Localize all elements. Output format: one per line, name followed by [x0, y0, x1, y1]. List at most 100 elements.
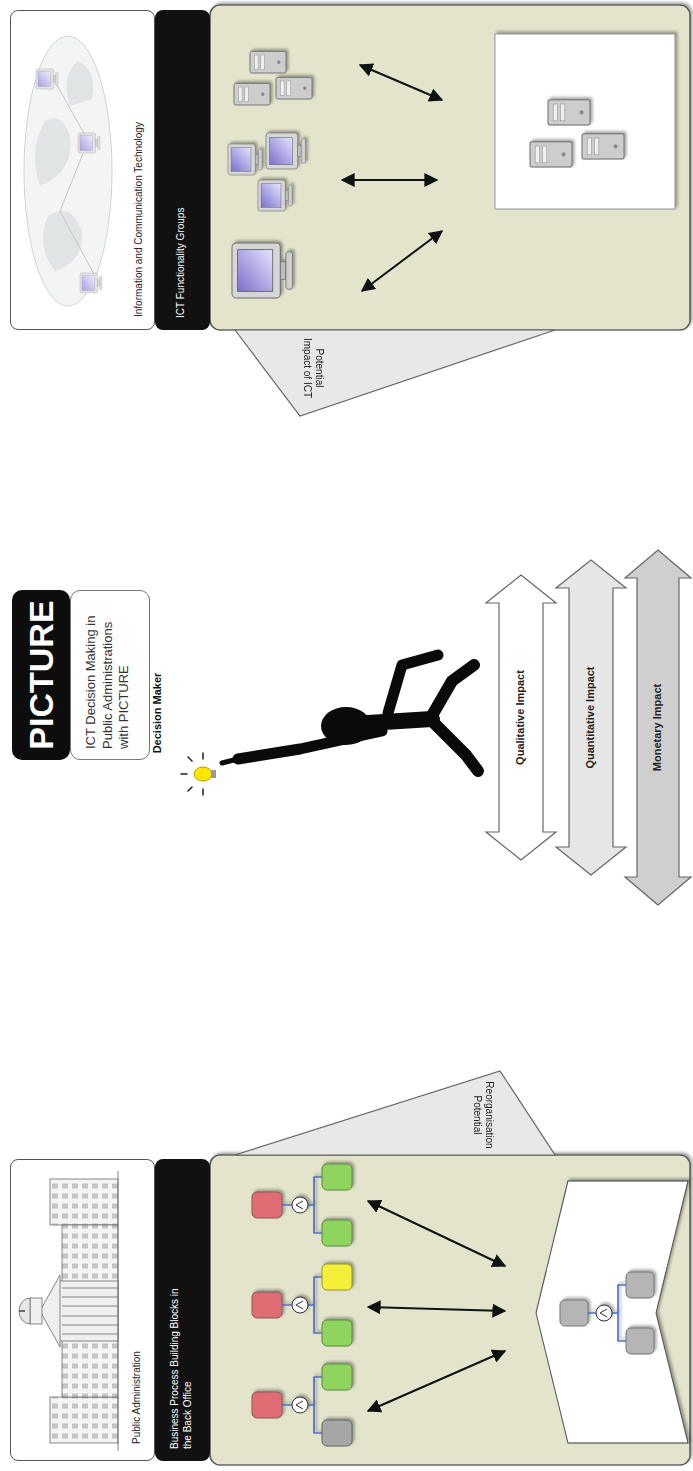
node-text: Potential Impact of ICT: [301, 336, 325, 400]
flow-line: [282, 1177, 322, 1233]
potential-triangle: Potential Impact of ICT: [235, 330, 555, 416]
process-fragment: [252, 1264, 352, 1346]
node-text: Reorganisation Potential: [471, 1079, 495, 1151]
process-fragment: [252, 1364, 352, 1446]
and-junction: [292, 1397, 308, 1413]
light-bulb: [181, 753, 216, 795]
process-block: [560, 1300, 588, 1326]
triangle-shape: [235, 1071, 555, 1155]
process-block: [322, 1320, 352, 1346]
figure-arm: [238, 731, 382, 759]
system-box: [495, 34, 675, 209]
server-icon: [234, 83, 270, 105]
server-icon: [548, 100, 590, 125]
ict-illustration: [24, 36, 112, 306]
device-group: [228, 133, 306, 211]
ict-panel: [210, 5, 690, 330]
shape-outline: [235, 330, 555, 416]
and-symbol: [296, 1401, 303, 1409]
double-arrow: [368, 1307, 505, 1311]
subtitle-box: ICT Decision Making in Public Administra…: [70, 590, 150, 760]
monitor-icon: [258, 180, 292, 211]
continent-shape: [35, 118, 71, 186]
building-statue: [19, 1310, 25, 1312]
and-symbol: [296, 1301, 303, 1309]
continent-shape: [43, 211, 82, 271]
node-text: Quantitative Impact: [556, 560, 626, 875]
start-block: [252, 1392, 282, 1418]
section-tab: Business Process Building Blocks in the …: [155, 1159, 210, 1461]
and-symbol: [296, 1201, 303, 1209]
figure-leg: [430, 719, 478, 771]
server-icon: [276, 77, 312, 99]
bulb-base: [211, 770, 216, 778]
process-fragment: [560, 1272, 654, 1354]
title-box: PICTURE: [12, 590, 70, 760]
process-fragment: [252, 1164, 352, 1246]
monitor-icon: [232, 243, 293, 298]
flow-line: [282, 1377, 322, 1433]
header-box: Information and Communication Technology: [10, 10, 155, 330]
figure-label: Decision Maker: [151, 653, 163, 773]
double-arrow-shape: [625, 550, 691, 905]
double-arrow-shape: [486, 575, 556, 860]
process-block: [626, 1272, 654, 1298]
building-wing: [50, 1397, 118, 1443]
node-text: Business Process Building Blocks in the …: [169, 1279, 194, 1449]
monitor-icon: [228, 144, 262, 175]
process-block: [322, 1164, 352, 1190]
double-arrow: [362, 231, 442, 291]
server-icon: [582, 134, 624, 159]
process-block: [322, 1264, 352, 1290]
start-block: [252, 1192, 282, 1218]
figure-arm: [388, 655, 438, 713]
flow-line: [282, 1277, 322, 1333]
building-drum: [30, 1298, 42, 1324]
continent-shape: [66, 61, 93, 106]
monitor-icon: [78, 133, 100, 153]
node-text: ICT Decision Making in Public Administra…: [83, 597, 133, 749]
node-text: Qualitative Impact: [486, 575, 556, 860]
globe-shape: [24, 36, 112, 306]
double-arrow: [342, 179, 437, 181]
chevron-shape: [536, 1181, 688, 1443]
bulb-rays: [181, 753, 203, 795]
building-columns: [62, 1288, 118, 1334]
network-line: [52, 76, 95, 276]
node-text: ICT Functionality Groups: [175, 58, 187, 318]
monitor-icon: [80, 273, 102, 293]
double-arrow-shape: [556, 560, 626, 875]
start-block: [252, 1292, 282, 1318]
triangle-shape: [235, 330, 555, 416]
double-arrow: [360, 65, 442, 100]
process-block: [322, 1364, 352, 1390]
double-arrow: [368, 1351, 505, 1411]
double-arrow: [368, 1201, 505, 1266]
process-block: [626, 1328, 654, 1354]
impact-arrow: Quantitative Impact: [556, 560, 626, 875]
node-text: Information and Communication Technology: [133, 27, 145, 317]
building-dome: [19, 1298, 30, 1324]
device-group: [234, 51, 312, 105]
building-portico: [58, 1281, 118, 1341]
and-junction: [596, 1305, 612, 1321]
and-junction: [292, 1197, 308, 1213]
potential-triangle: Reorganisation Potential: [235, 1069, 555, 1155]
bulb-glass: [194, 767, 212, 781]
building-illustration: [19, 1171, 118, 1451]
figure-finger: [222, 759, 238, 763]
building-facade: [62, 1225, 118, 1397]
monitor-icon: [266, 133, 306, 169]
node-text: Monetary Impact: [625, 550, 691, 905]
and-symbol: [600, 1309, 607, 1317]
shape-outline: [235, 1069, 555, 1155]
impact-arrow: Monetary Impact: [625, 550, 691, 905]
header-box: Public Administration: [10, 1159, 155, 1461]
device-group: [232, 243, 293, 298]
node-text: PICTURE: [12, 590, 70, 760]
building-pediment: [40, 1275, 60, 1347]
server-icon: [250, 51, 286, 73]
process-block: [322, 1220, 352, 1246]
